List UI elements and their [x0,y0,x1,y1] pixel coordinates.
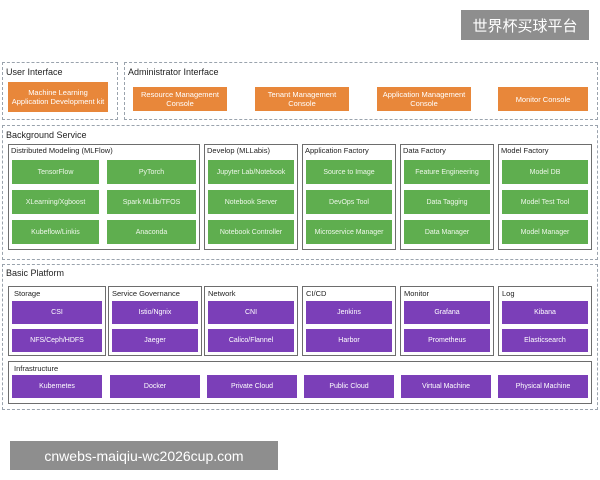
tenant-management-console: Tenant Management Console [255,87,349,111]
public-cloud-block: Public Cloud [304,375,394,398]
nfs-ceph-hdfs-block: NFS/Ceph/HDFS [12,329,102,352]
model-test-tool-block: Model Test Tool [502,190,588,214]
distributed-modeling-title: Distributed Modeling (MLFlow) [11,146,113,155]
user-interface-title: User Interface [6,67,63,77]
infrastructure-title: Infrastructure [14,364,59,373]
harbor-block: Harbor [306,329,392,352]
watermark-bottom: cnwebs-maiqiu-wc2026cup.com [10,441,278,470]
virtual-machine-block: Virtual Machine [401,375,491,398]
service-governance-title: Service Governance [112,289,180,298]
user-interface-section [2,62,118,120]
background-service-title: Background Service [6,130,87,140]
log-title: Log [502,289,515,298]
resource-management-console: Resource Management Console [133,87,227,111]
network-title: Network [208,289,236,298]
data-tagging-block: Data Tagging [404,190,490,214]
cicd-title: CI/CD [306,289,327,298]
data-factory-title: Data Factory [403,146,446,155]
source-to-image-block: Source to Image [306,160,392,184]
kubernetes-block: Kubernetes [12,375,102,398]
tensorflow-block: TensorFlow [12,160,99,184]
notebook-server-block: Notebook Server [208,190,294,214]
spark-mllib-block: Spark MLlib/TFOS [107,190,196,214]
prometheus-block: Prometheus [404,329,490,352]
notebook-controller-block: Notebook Controller [208,220,294,244]
private-cloud-block: Private Cloud [207,375,297,398]
application-factory-title: Application Factory [305,146,369,155]
docker-block: Docker [110,375,200,398]
pytorch-block: PyTorch [107,160,196,184]
background-service-section [2,125,598,260]
model-manager-block: Model Manager [502,220,588,244]
csi-block: CSI [12,301,102,324]
storage-title: Storage [14,289,41,298]
data-manager-block: Data Manager [404,220,490,244]
infrastructure-box [8,361,592,404]
physical-machine-block: Physical Machine [498,375,588,398]
watermark-top: 世界杯买球平台 [461,10,589,40]
model-factory-title: Model Factory [501,146,549,155]
xlearning-block: XLearning/Xgboost [12,190,99,214]
monitor-console: Monitor Console [498,87,588,111]
kibana-block: Kibana [502,301,588,324]
jenkins-block: Jenkins [306,301,392,324]
cni-block: CNI [208,301,294,324]
jupyter-lab-block: Jupyter Lab/Notebook [208,160,294,184]
model-db-block: Model DB [502,160,588,184]
microservice-manager-block: Microservice Manager [306,220,392,244]
calico-flannel-block: Calico/Flannel [208,329,294,352]
grafana-block: Grafana [404,301,490,324]
istio-ngnix-block: Istio/Ngnix [112,301,198,324]
monitor-title: Monitor [404,289,430,298]
basic-platform-title: Basic Platform [6,268,65,278]
basic-platform-section [2,264,598,410]
admin-interface-title: Administrator Interface [128,67,219,77]
ml-app-dev-kit: Machine Learning Application Development… [8,82,108,112]
elasticsearch-block: Elasticsearch [502,329,588,352]
kubeflow-block: Kubeflow/Linkis [12,220,99,244]
admin-interface-section [124,62,598,120]
anaconda-block: Anaconda [107,220,196,244]
feature-engineering-block: Feature Engineering [404,160,490,184]
application-management-console: Application Management Console [377,87,471,111]
develop-title: Develop (MLLabis) [207,146,270,155]
devops-tool-block: DevOps Tool [306,190,392,214]
jaeger-block: Jaeger [112,329,198,352]
